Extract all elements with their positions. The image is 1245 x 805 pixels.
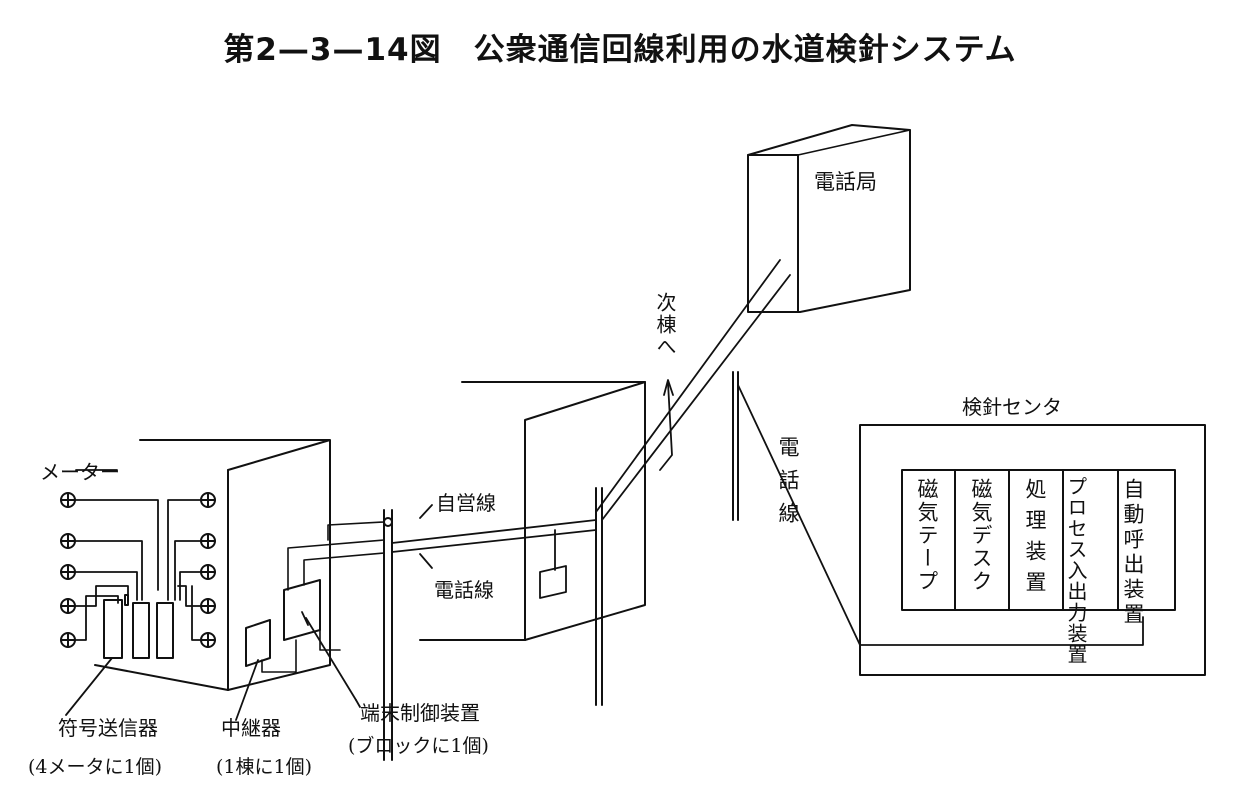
repeater-note: (1棟に1個) — [216, 756, 313, 778]
center-unit-processor: 処理装置 — [1023, 478, 1047, 602]
meter-icon — [60, 632, 76, 648]
repeater-box — [245, 619, 271, 667]
telephone-office-building — [747, 124, 911, 313]
code-transmitter-label: 符号送信器 — [58, 716, 158, 740]
next-building-arrow — [659, 379, 674, 471]
meter-icon — [60, 533, 76, 549]
leader-lines — [65, 504, 433, 721]
code-transmitter-box — [103, 599, 123, 659]
meter-wiring — [74, 469, 201, 641]
building-1-devices — [245, 521, 385, 673]
center-unit-auto-caller: 自動呼出装置 — [1121, 478, 1145, 628]
meter-symbols — [60, 492, 216, 648]
meter-icon — [200, 492, 216, 508]
terminal-box-building-2 — [539, 565, 567, 599]
meter-center-enclosure — [859, 424, 1206, 676]
next-building-label: 次棟へ — [653, 292, 677, 358]
center-unit-magnetic-disk: 磁気デスク — [969, 478, 993, 593]
line-to-office — [595, 259, 791, 521]
pole-2 — [595, 487, 603, 706]
terminal-controller-label: 端末制御装置 — [360, 701, 480, 725]
center-unit-magnetic-tape: 磁気テープ — [915, 478, 939, 593]
meter-icon — [200, 564, 216, 580]
meter-icon — [200, 598, 216, 614]
meter-icon — [60, 598, 76, 614]
meter-icon — [60, 564, 76, 580]
meter-center-label: 検針センタ — [962, 395, 1062, 419]
meter-icon — [200, 632, 216, 648]
building-2 — [419, 381, 646, 641]
building-1 — [94, 439, 331, 691]
pole-3 — [732, 371, 739, 521]
meter-icon — [60, 492, 76, 508]
code-transmitter-box — [156, 602, 174, 659]
telephone-line-label: 電話線 — [434, 578, 494, 602]
code-transmitter-box — [132, 602, 150, 659]
telephone-line-vertical-label: 電話線 — [776, 436, 800, 535]
private-line-label: 自営線 — [436, 491, 496, 515]
code-transmitter-note: (4メータに1個) — [28, 756, 163, 778]
meter-label: メーター — [40, 460, 120, 484]
figure-title: 第2—3—14図 公衆通信回線利用の水道検針システム — [223, 32, 1017, 68]
center-unit-process-io: プロセス入出力装置 — [1064, 476, 1088, 665]
meter-icon — [200, 533, 216, 549]
repeater-label: 中継器 — [221, 716, 281, 740]
code-transmitters — [103, 594, 174, 659]
telephone-office-label: 電話局 — [814, 170, 877, 194]
telephone-line-to-center — [737, 384, 1144, 646]
terminal-controller-note: (ブロックに1個) — [348, 735, 489, 757]
lines-between — [391, 519, 597, 599]
